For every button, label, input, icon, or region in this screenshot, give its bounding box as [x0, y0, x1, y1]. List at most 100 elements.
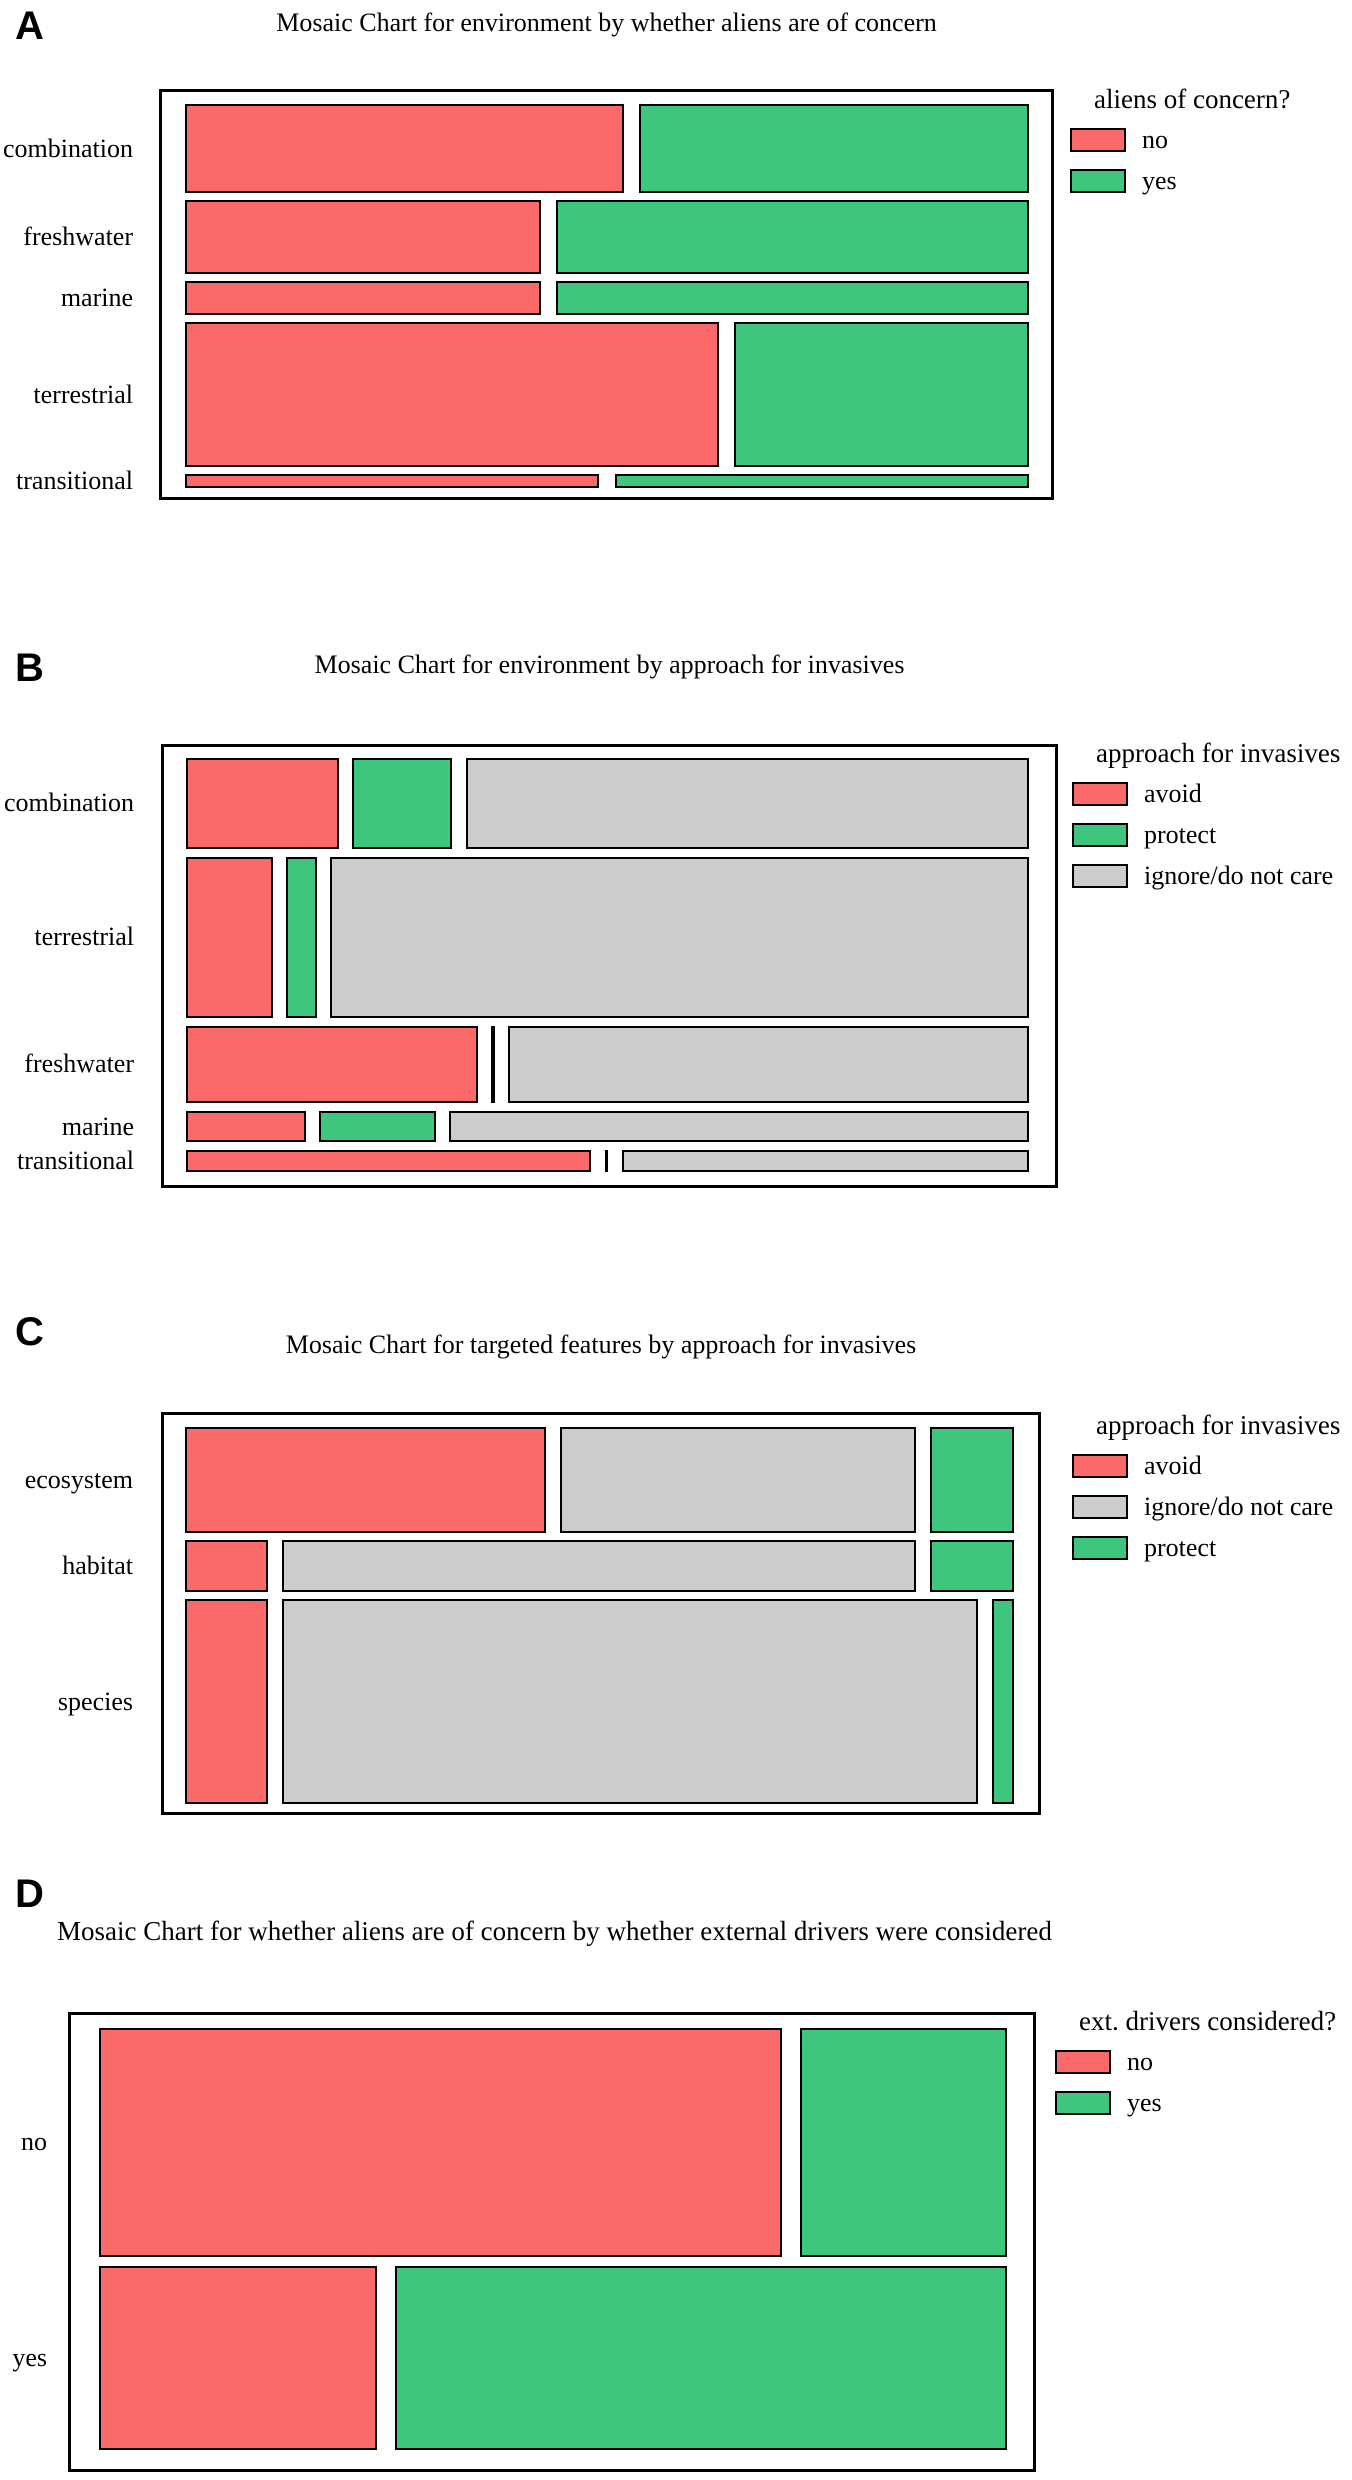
mosaic-cell-transitional-avoid [186, 1150, 592, 1173]
mosaic-row-combination: combination [3, 104, 1029, 194]
mosaic-cell-species-ignore-do-not-care [281, 1599, 979, 1805]
legend-item-no: no [1055, 2047, 1336, 2077]
legend-swatch-green [1055, 2091, 1111, 2115]
legend-items: no yes [1055, 2047, 1336, 2118]
mosaic-cell-marine-yes [556, 280, 1029, 316]
panel-d-title: Mosaic Chart for whether aliens are of c… [57, 1916, 1052, 1946]
row-label-terrestrial: terrestrial [34, 922, 134, 952]
legend-items: avoid ignore/do not care protect [1072, 1451, 1340, 1563]
mosaic-cell-transitional-protect [604, 1150, 609, 1173]
row-label-combination: combination [4, 788, 134, 818]
mosaic-cell-freshwater-avoid [186, 1025, 478, 1103]
row-label-freshwater: freshwater [23, 221, 133, 251]
legend-swatch-red [1055, 2050, 1111, 2074]
legend-label: no [1127, 2047, 1153, 2076]
row-label-combination: combination [3, 133, 133, 163]
row-label-no: no [21, 2127, 47, 2157]
legend-items: avoid protect ignore/do not care [1072, 779, 1340, 891]
legend-item-avoid: avoid [1072, 779, 1340, 809]
mosaic-row-habitat: habitat [62, 1540, 1014, 1593]
mosaic-cell-terrestrial-yes [734, 322, 1029, 468]
legend-swatch-red [1072, 782, 1128, 806]
mosaic-cell-freshwater-protect [491, 1025, 495, 1103]
panel-c-plot-area: ecosystem habitat species [25, 1412, 1041, 1815]
mosaic-cell-terrestrial-no [185, 322, 720, 468]
mosaic-cell-transitional-yes [614, 474, 1029, 488]
legend-title: ext. drivers considered? [1079, 2006, 1337, 2036]
row-label-terrestrial: terrestrial [33, 379, 133, 409]
legend-item-ignore-do-not-care: ignore/do not care [1072, 861, 1340, 891]
legend-swatch-gray [1072, 1495, 1128, 1519]
panel-a-mosaic: combination freshwater marine terrestrial tr… [3, 104, 1029, 495]
mosaic-cell-habitat-ignore-do-not-care [281, 1540, 917, 1593]
mosaic-cell-combination-avoid [186, 758, 339, 849]
mosaic-cell-marine-no [185, 280, 542, 316]
legend-swatch-green [1072, 1536, 1128, 1560]
legend-label: no [1142, 125, 1168, 154]
mosaic-row-freshwater: freshwater [23, 200, 1029, 274]
mosaic-cell-combination-protect [352, 758, 453, 849]
mosaic-cell-no-yes [799, 2028, 1007, 2257]
legend-swatch-red [1070, 128, 1126, 152]
legend-label: ignore/do not care [1144, 1492, 1334, 1521]
mosaic-cell-terrestrial-ignore-do-not-care [330, 856, 1029, 1018]
mosaic-cell-marine-protect [319, 1110, 436, 1143]
mosaic-cell-transitional-no [185, 474, 600, 488]
mosaic-cell-habitat-avoid [185, 1540, 268, 1593]
legend-title: approach for invasives [1096, 738, 1341, 768]
mosaic-row-terrestrial: terrestrial [34, 856, 1029, 1018]
panel-d-letter: D [15, 1872, 44, 1916]
row-label-habitat: habitat [62, 1551, 133, 1581]
panel-b-title: Mosaic Chart for environment by approach… [314, 650, 905, 679]
mosaic-cell-terrestrial-protect [286, 856, 317, 1018]
mosaic-cell-marine-ignore-do-not-care [449, 1110, 1029, 1143]
mosaic-row-yes: yes [12, 2265, 1007, 2450]
mosaic-cell-freshwater-yes [556, 200, 1029, 274]
mosaic-row-ecosystem: ecosystem [25, 1427, 1014, 1534]
row-label-transitional: transitional [16, 466, 133, 496]
legend-item-avoid: avoid [1072, 1451, 1340, 1481]
row-label-yes: yes [12, 2342, 47, 2372]
mosaic-cell-freshwater-ignore-do-not-care [508, 1025, 1029, 1103]
legend-label: yes [1127, 2088, 1162, 2117]
legend-item-protect: protect [1072, 1533, 1340, 1563]
mosaic-cell-habitat-protect [930, 1540, 1014, 1593]
row-label-marine: marine [61, 1111, 134, 1141]
mosaic-row-combination: combination [4, 758, 1029, 849]
row-label-marine: marine [60, 282, 133, 312]
mosaic-cell-transitional-ignore-do-not-care [621, 1150, 1029, 1173]
row-label-ecosystem: ecosystem [24, 1465, 133, 1495]
mosaic-cell-ecosystem-ignore-do-not-care [559, 1427, 917, 1534]
mosaic-row-terrestrial: terrestrial [33, 322, 1029, 468]
legend-item-yes: yes [1055, 2088, 1336, 2118]
mosaic-cell-marine-avoid [186, 1110, 306, 1143]
legend-swatch-green [1070, 169, 1126, 193]
row-label-freshwater: freshwater [24, 1049, 134, 1079]
legend-item-ignore-do-not-care: ignore/do not care [1072, 1492, 1340, 1522]
mosaic-cell-ecosystem-avoid [185, 1427, 546, 1534]
legend-label: protect [1144, 820, 1217, 849]
panel-a-legend: aliens of concern? no yes [1070, 84, 1290, 207]
panel-c-title: Mosaic Chart for targeted features by ap… [285, 1330, 917, 1359]
panel-b-letter: B [15, 646, 44, 690]
mosaic-row-marine: marine [62, 1110, 1029, 1143]
mosaic-cell-species-protect [992, 1599, 1014, 1805]
panel-c-mosaic: ecosystem habitat species [25, 1427, 1014, 1805]
row-label-species: species [57, 1686, 133, 1716]
legend-title: aliens of concern? [1094, 84, 1291, 114]
panel-a-title: Mosaic Chart for environment by whether … [276, 8, 937, 37]
mosaic-row-no: no [21, 2028, 1007, 2257]
mosaic-row-transitional: transitional [16, 466, 1029, 495]
mosaic-cell-freshwater-no [185, 200, 542, 274]
legend-swatch-green [1072, 823, 1128, 847]
legend-item-protect: protect [1072, 820, 1340, 850]
mosaic-cell-yes-no [99, 2265, 377, 2450]
legend-label: yes [1142, 166, 1177, 195]
mosaic-cell-yes-yes [395, 2265, 1007, 2450]
mosaic-row-marine: marine [61, 280, 1029, 316]
panel-c-letter: C [15, 1310, 44, 1354]
legend-items: no yes [1070, 125, 1290, 196]
